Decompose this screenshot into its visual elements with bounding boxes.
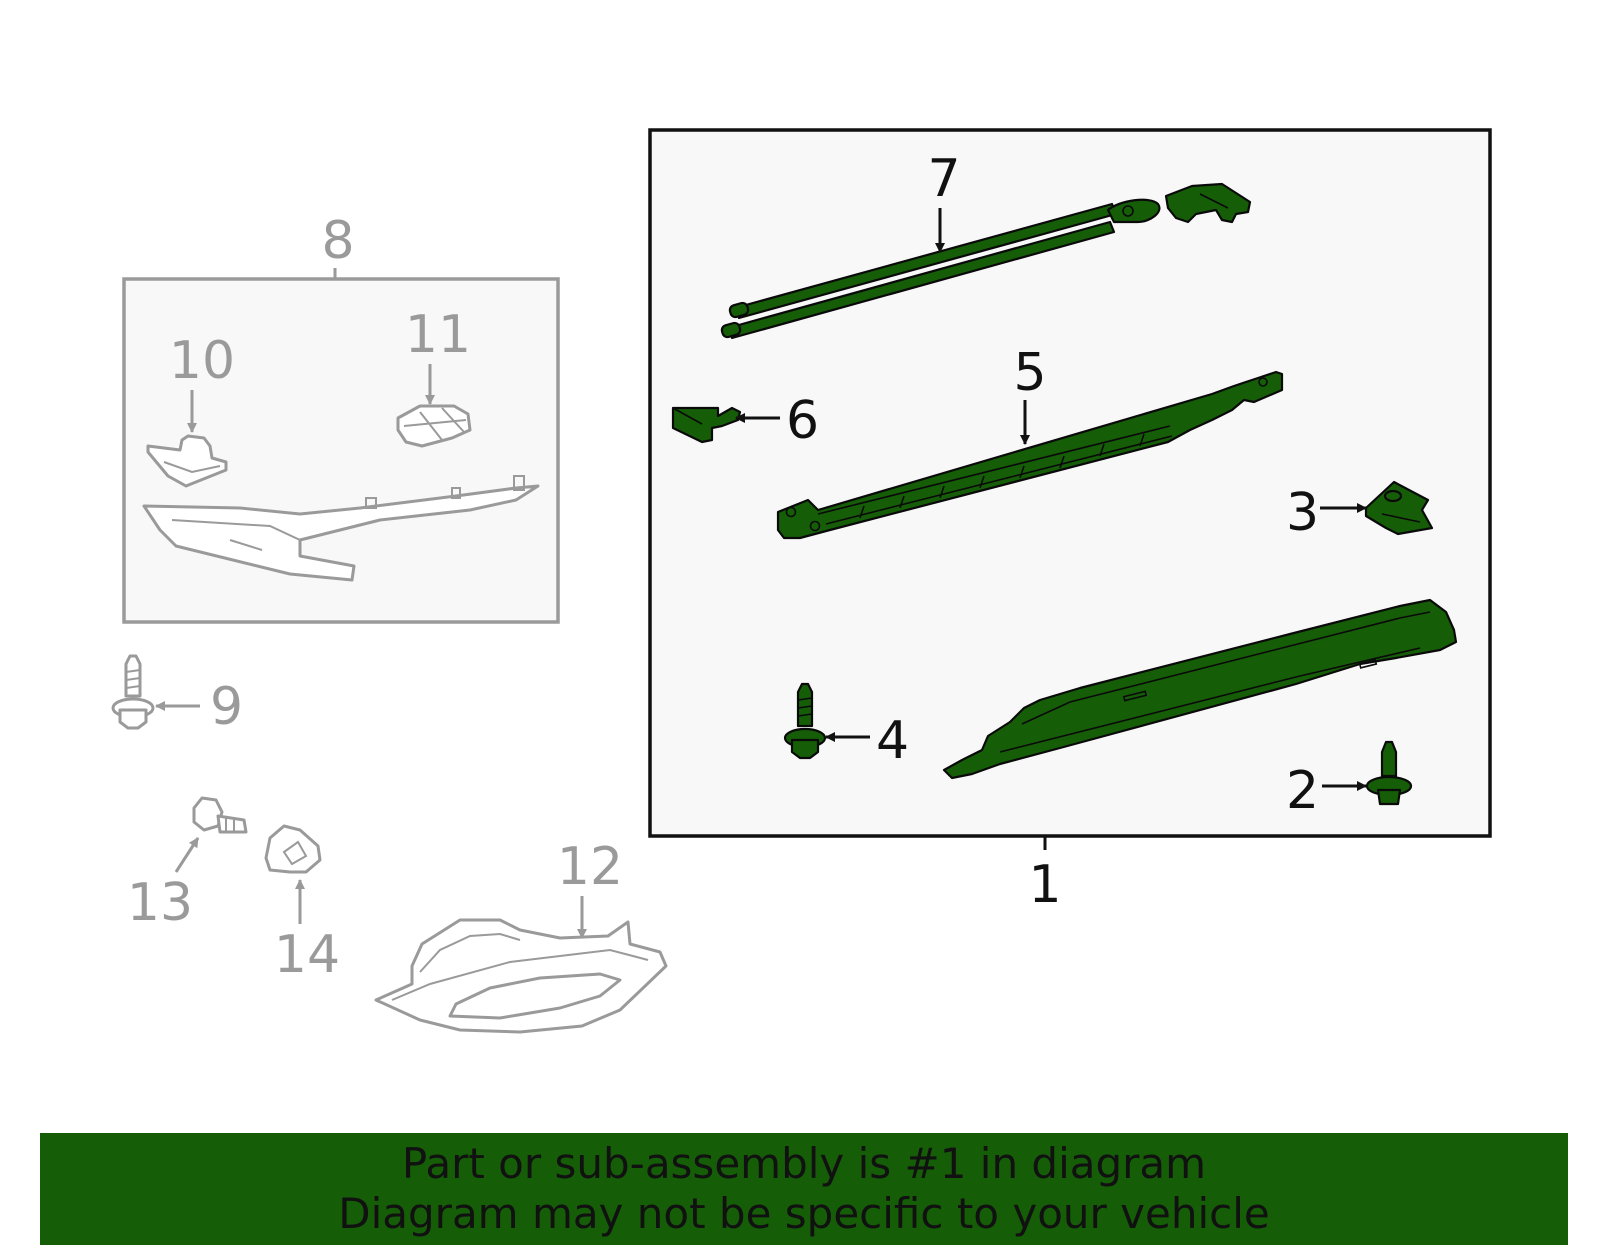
banner-line-1: Part or sub-assembly is #1 in diagram — [401, 1139, 1207, 1188]
callout-13[interactable]: 13 — [127, 873, 193, 933]
callout-2[interactable]: 2 — [1286, 761, 1319, 821]
part-8-trim-piece[interactable] — [142, 475, 540, 582]
part-4-bolt[interactable] — [783, 682, 827, 760]
banner-line-2: Diagram may not be specific to your vehi… — [338, 1189, 1270, 1238]
info-banner: Part or sub-assembly is #1 in diagram Di… — [40, 1133, 1568, 1245]
callout-1[interactable]: 1 — [1028, 855, 1061, 915]
part-1-panel[interactable] — [942, 598, 1458, 780]
callout-7[interactable]: 7 — [927, 149, 960, 209]
part-9-bolt[interactable] — [111, 654, 155, 730]
callout-8[interactable]: 8 — [321, 211, 354, 271]
part-3-nut-clip[interactable] — [1364, 480, 1434, 536]
callout-4[interactable]: 4 — [876, 711, 909, 771]
callout-5[interactable]: 5 — [1013, 343, 1046, 403]
part-6-clip[interactable] — [671, 406, 742, 444]
callout-11[interactable]: 11 — [405, 305, 471, 365]
callout-12[interactable]: 12 — [557, 837, 623, 897]
arrow-13 — [174, 837, 200, 873]
callout-3[interactable]: 3 — [1286, 483, 1319, 543]
part-14-clip[interactable] — [264, 824, 322, 874]
part-5-rail[interactable] — [776, 370, 1284, 540]
callout-10[interactable]: 10 — [169, 331, 235, 391]
part-7-cable-assembly[interactable] — [720, 182, 1252, 340]
callout-9[interactable]: 9 — [210, 677, 243, 737]
part-10-clip[interactable] — [146, 434, 228, 488]
callout-14[interactable]: 14 — [274, 925, 340, 985]
part-11-cap[interactable] — [396, 404, 472, 448]
part-13-screw[interactable] — [192, 796, 248, 834]
part-12-bezel[interactable] — [374, 918, 668, 1034]
part-2-push-clip[interactable] — [1365, 740, 1413, 806]
callout-6[interactable]: 6 — [786, 391, 819, 451]
